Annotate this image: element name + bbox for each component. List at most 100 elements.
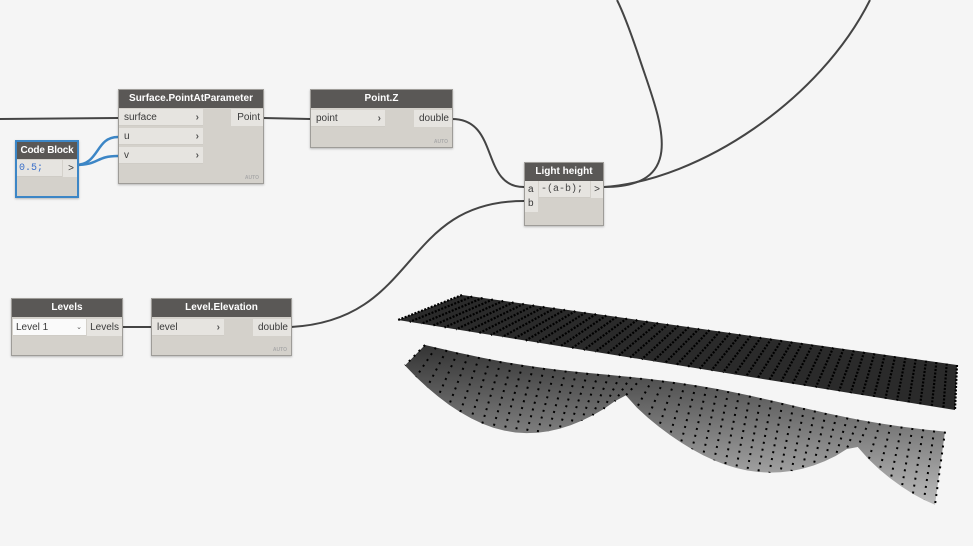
ribbon-strip bbox=[513, 308, 566, 340]
wave-strip bbox=[922, 430, 936, 500]
ribbon-strip bbox=[617, 321, 659, 357]
node-title: Light height bbox=[525, 163, 603, 181]
wire-point-to-pointz[interactable] bbox=[262, 117, 311, 120]
ribbon-strip bbox=[803, 345, 824, 387]
ribbon-surface bbox=[398, 295, 957, 410]
output-double[interactable]: double bbox=[253, 319, 291, 336]
wave-strip bbox=[724, 393, 741, 465]
ribbon-strip bbox=[490, 305, 546, 336]
wire-surface-input[interactable] bbox=[0, 117, 119, 120]
ribbon-strip bbox=[895, 357, 907, 401]
node-title: Surface.PointAtParameter bbox=[119, 90, 263, 108]
wave-strip bbox=[525, 367, 546, 434]
wave-strip bbox=[812, 412, 827, 466]
ribbon-strip bbox=[733, 336, 762, 376]
wire-elevation-to-b[interactable] bbox=[290, 200, 525, 328]
ribbon-strip bbox=[779, 342, 804, 383]
input-u[interactable]: u› bbox=[119, 128, 203, 145]
wave-strip bbox=[558, 371, 578, 429]
chevron-right-icon: › bbox=[195, 131, 199, 142]
ribbon-strip bbox=[420, 296, 484, 325]
ribbon-strip bbox=[409, 295, 473, 323]
ribbon-strip bbox=[791, 344, 814, 385]
node-title: Level.Elevation bbox=[152, 299, 291, 317]
input-b[interactable]: b bbox=[525, 195, 538, 212]
wire-code-to-v[interactable] bbox=[74, 154, 119, 167]
output-point[interactable]: Point bbox=[231, 109, 263, 126]
ribbon-strip bbox=[930, 361, 938, 407]
input-v[interactable]: v› bbox=[119, 147, 203, 164]
lacing-label: AUTO bbox=[244, 175, 259, 181]
port-label: point bbox=[316, 113, 338, 124]
ribbon-strip bbox=[675, 329, 711, 366]
wave-strip bbox=[613, 376, 632, 402]
ribbon-strip bbox=[443, 299, 504, 329]
light-height-node[interactable]: Light height a b -(a-b); > bbox=[524, 162, 604, 226]
ribbon-strip bbox=[919, 360, 928, 405]
port-label: level bbox=[157, 322, 178, 333]
lacing-label: AUTO bbox=[272, 347, 287, 353]
chevron-down-icon: ⌄ bbox=[76, 324, 82, 331]
wave-strip bbox=[580, 373, 600, 422]
level-dropdown[interactable]: Level 1 ⌄ bbox=[13, 319, 86, 336]
output-double[interactable]: double bbox=[414, 110, 452, 127]
ribbon-strip bbox=[455, 301, 515, 331]
ribbon-strip bbox=[594, 318, 638, 353]
wave-strip bbox=[404, 344, 426, 367]
wave-strip bbox=[448, 354, 470, 406]
dropdown-value: Level 1 bbox=[16, 322, 49, 333]
ribbon-strip bbox=[872, 354, 886, 398]
point-z-node[interactable]: Point.Z point› double AUTO bbox=[310, 89, 453, 148]
code-editor[interactable]: -(a-b); bbox=[539, 181, 590, 198]
ribbon-strip bbox=[698, 332, 731, 370]
ribbon-strip bbox=[745, 338, 773, 377]
code-block-node[interactable]: Code Block 0.5; > bbox=[15, 140, 79, 198]
chevron-right-icon: › bbox=[195, 150, 199, 161]
wave-strip bbox=[934, 431, 946, 505]
level-elevation-node[interactable]: Level.Elevation level › double AUTO bbox=[151, 298, 292, 356]
output-port[interactable]: > bbox=[63, 160, 77, 177]
input-a[interactable]: a bbox=[525, 181, 538, 198]
ribbon-strip bbox=[768, 341, 793, 381]
input-surface[interactable]: surface› bbox=[119, 109, 203, 126]
wave-strip bbox=[713, 390, 730, 461]
wave-strip bbox=[426, 349, 448, 388]
flat-ribbon-geometry bbox=[397, 293, 959, 411]
input-level[interactable]: level › bbox=[152, 319, 224, 336]
wave-strip bbox=[514, 366, 535, 433]
wave-strip bbox=[702, 388, 719, 456]
ribbon-strip bbox=[606, 320, 649, 355]
wave-strip bbox=[503, 364, 524, 431]
wave-strip bbox=[658, 381, 676, 428]
ribbon-strip bbox=[536, 311, 587, 344]
input-point[interactable]: point › bbox=[311, 110, 385, 127]
code-editor[interactable]: 0.5; bbox=[17, 160, 62, 177]
ribbon-strip bbox=[756, 339, 783, 379]
chevron-right-icon: › bbox=[216, 322, 220, 333]
output-port[interactable]: > bbox=[591, 181, 603, 198]
ribbon-strip bbox=[559, 314, 607, 348]
wave-strip bbox=[459, 356, 481, 413]
wavy-surface-geometry bbox=[404, 344, 946, 505]
wave-surface bbox=[405, 345, 945, 505]
wire-light-out-1[interactable] bbox=[603, 0, 663, 188]
output-levels[interactable]: Levels bbox=[87, 319, 122, 336]
surface-point-at-parameter-node[interactable]: Surface.PointAtParameter surface› u› v› … bbox=[118, 89, 264, 184]
chevron-right-icon: › bbox=[377, 113, 381, 124]
wire-light-out-2[interactable] bbox=[603, 0, 871, 188]
ribbon-strip bbox=[953, 364, 959, 411]
wave-strip bbox=[900, 427, 914, 487]
ribbon-strip bbox=[849, 351, 866, 394]
ribbon-strip bbox=[884, 356, 897, 399]
node-title: Code Block bbox=[17, 142, 77, 159]
levels-node[interactable]: Levels Level 1⌄ Levels bbox=[11, 298, 123, 356]
wave-strip bbox=[669, 383, 686, 436]
wave-strip bbox=[779, 405, 795, 473]
ribbon-strip bbox=[397, 293, 463, 322]
wire-double-to-a[interactable] bbox=[451, 118, 525, 188]
wave-strip bbox=[823, 415, 838, 462]
ribbon-strip bbox=[687, 330, 721, 368]
ribbon-strip bbox=[664, 327, 700, 364]
ribbon-strip bbox=[942, 363, 948, 409]
